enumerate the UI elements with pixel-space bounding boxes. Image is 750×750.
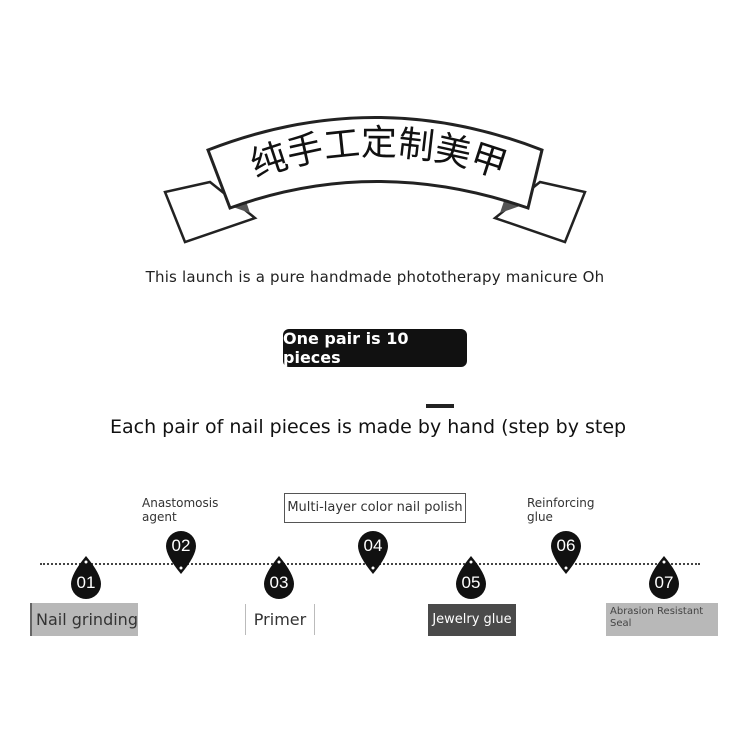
step-label-primer: Primer (245, 604, 315, 635)
step-label-nail-grinding: Nail grinding (30, 603, 138, 636)
step-pin-01: 01 (71, 556, 101, 600)
step-pin-06: 06 (551, 530, 581, 574)
step-pin-04: 04 (358, 530, 388, 574)
step-label-anastomosis-agent: Anastomosis agent (142, 496, 219, 524)
step-pin-02: 02 (166, 530, 196, 574)
pieces-badge: One pair is 10 pieces (283, 329, 467, 367)
description: Each pair of nail pieces is made by hand… (110, 416, 627, 438)
step-label-color-polish: Multi-layer color nail polish (284, 493, 466, 523)
step-label-abrasion-seal: Abrasion Resistant Seal (606, 603, 718, 636)
step-label-jewelry-glue: Jewelry glue (428, 604, 516, 636)
ribbon-banner: 纯手工定制美甲 (163, 116, 587, 244)
divider (426, 404, 454, 408)
step-pin-03: 03 (264, 556, 294, 600)
step-label-reinforcing-glue: Reinforcing glue (527, 496, 595, 524)
step-pin-07: 07 (649, 556, 679, 600)
subtitle: This launch is a pure handmade photother… (145, 268, 605, 286)
step-pin-05: 05 (456, 556, 486, 600)
